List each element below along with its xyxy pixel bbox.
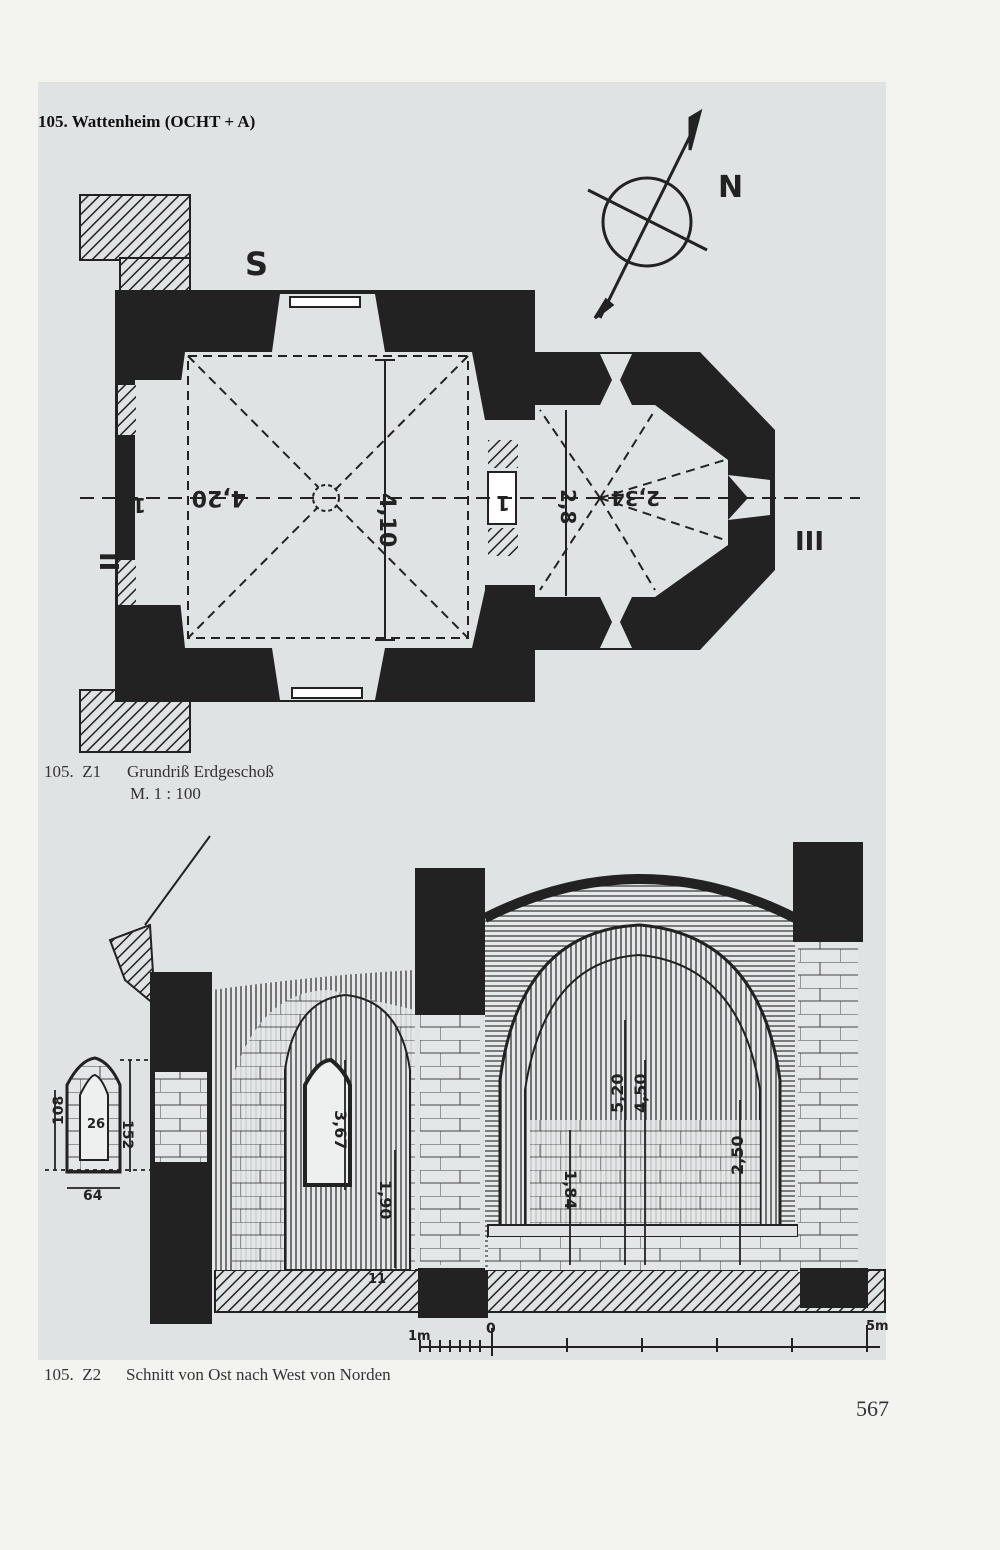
dim-step: 11 <box>368 1272 386 1287</box>
page-heading: 105. Wattenheim (OCHT + A) <box>38 112 256 131</box>
figure1-caption-label: 105. Z1 <box>44 762 102 781</box>
ground-plan <box>79 108 860 753</box>
dim-nave-lower: 1,90 <box>376 1180 395 1219</box>
figure1-caption-title: Grundriß Erdgeschoß <box>127 762 274 781</box>
section-mark-ii: II <box>93 552 123 571</box>
dim-nave-window-sill: 3,67 <box>331 1110 350 1149</box>
north-arrow-icon <box>587 108 708 320</box>
page-number: 567 <box>856 1396 889 1421</box>
dim-window-width-outer: 64 <box>83 1188 103 1204</box>
dim-chancel-lower: 2,50 <box>728 1136 747 1175</box>
dim-chancel-arch: 4,50 <box>631 1074 650 1113</box>
dim-chancel-sill: 1,84 <box>561 1170 580 1209</box>
dim-window-height-inner: 108 <box>51 1096 67 1125</box>
dim-nave-width: 4,10 <box>374 493 399 547</box>
section-mark-iii: III <box>795 527 824 557</box>
dim-west-wall: 1 <box>132 493 146 517</box>
figure2-caption-label: 105. Z2 <box>44 1365 102 1384</box>
dim-window-height-outer: 152 <box>119 1120 135 1149</box>
scale-right-label: 5m <box>866 1319 889 1334</box>
dim-chancel-width: 2,8 <box>556 489 580 524</box>
scale-left-label: 1m <box>408 1329 431 1344</box>
scale-zero-label: 0 <box>486 1321 496 1337</box>
north-label: N <box>718 170 743 205</box>
section-drawing <box>45 835 886 1356</box>
figure2-caption-title: Schnitt von Ost nach West von Norden <box>126 1365 391 1384</box>
dim-chancel-vault: 5,20 <box>608 1074 627 1113</box>
dim-arch-wall: 1 <box>496 491 510 515</box>
dim-chancel-depth: 2,34 <box>611 486 660 510</box>
dim-nave-length: 4,20 <box>192 485 246 510</box>
south-label: S <box>245 245 268 283</box>
dim-window-width-inner: 26 <box>87 1117 105 1132</box>
figure1-caption-scale: M. 1 : 100 <box>130 784 201 803</box>
